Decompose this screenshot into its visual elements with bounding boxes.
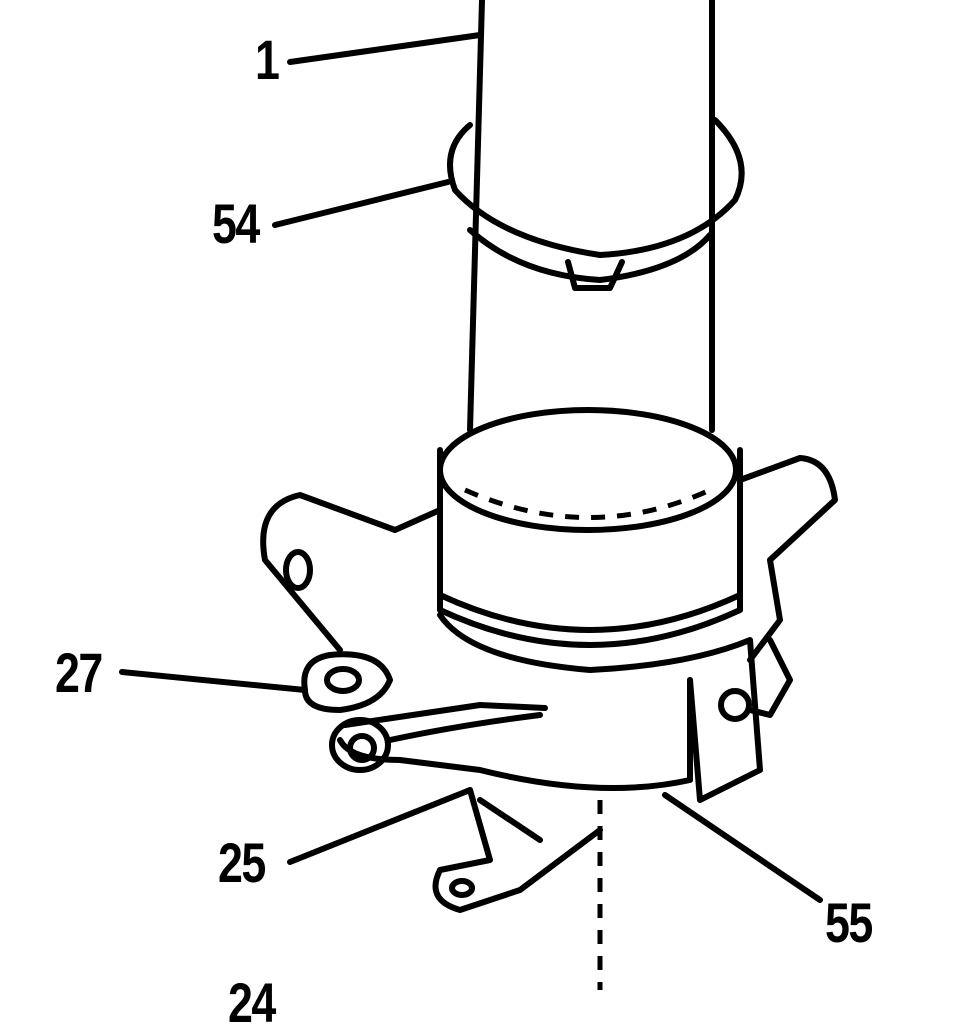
clamp-ring <box>447 117 745 291</box>
lower-bracket <box>432 787 603 913</box>
knuckle-body <box>260 455 838 803</box>
label-axis: 24 <box>228 971 276 1034</box>
collar <box>437 407 743 648</box>
leader-lines <box>119 32 823 903</box>
label-knuckle: 55 <box>825 891 873 954</box>
label-lower-arm: 25 <box>218 831 266 894</box>
label-bracket-pin: 27 <box>55 641 103 704</box>
assembly-drawing <box>119 0 838 990</box>
shaft <box>467 0 715 433</box>
label-ring: 54 <box>212 192 260 255</box>
label-shaft: 1 <box>255 28 280 91</box>
